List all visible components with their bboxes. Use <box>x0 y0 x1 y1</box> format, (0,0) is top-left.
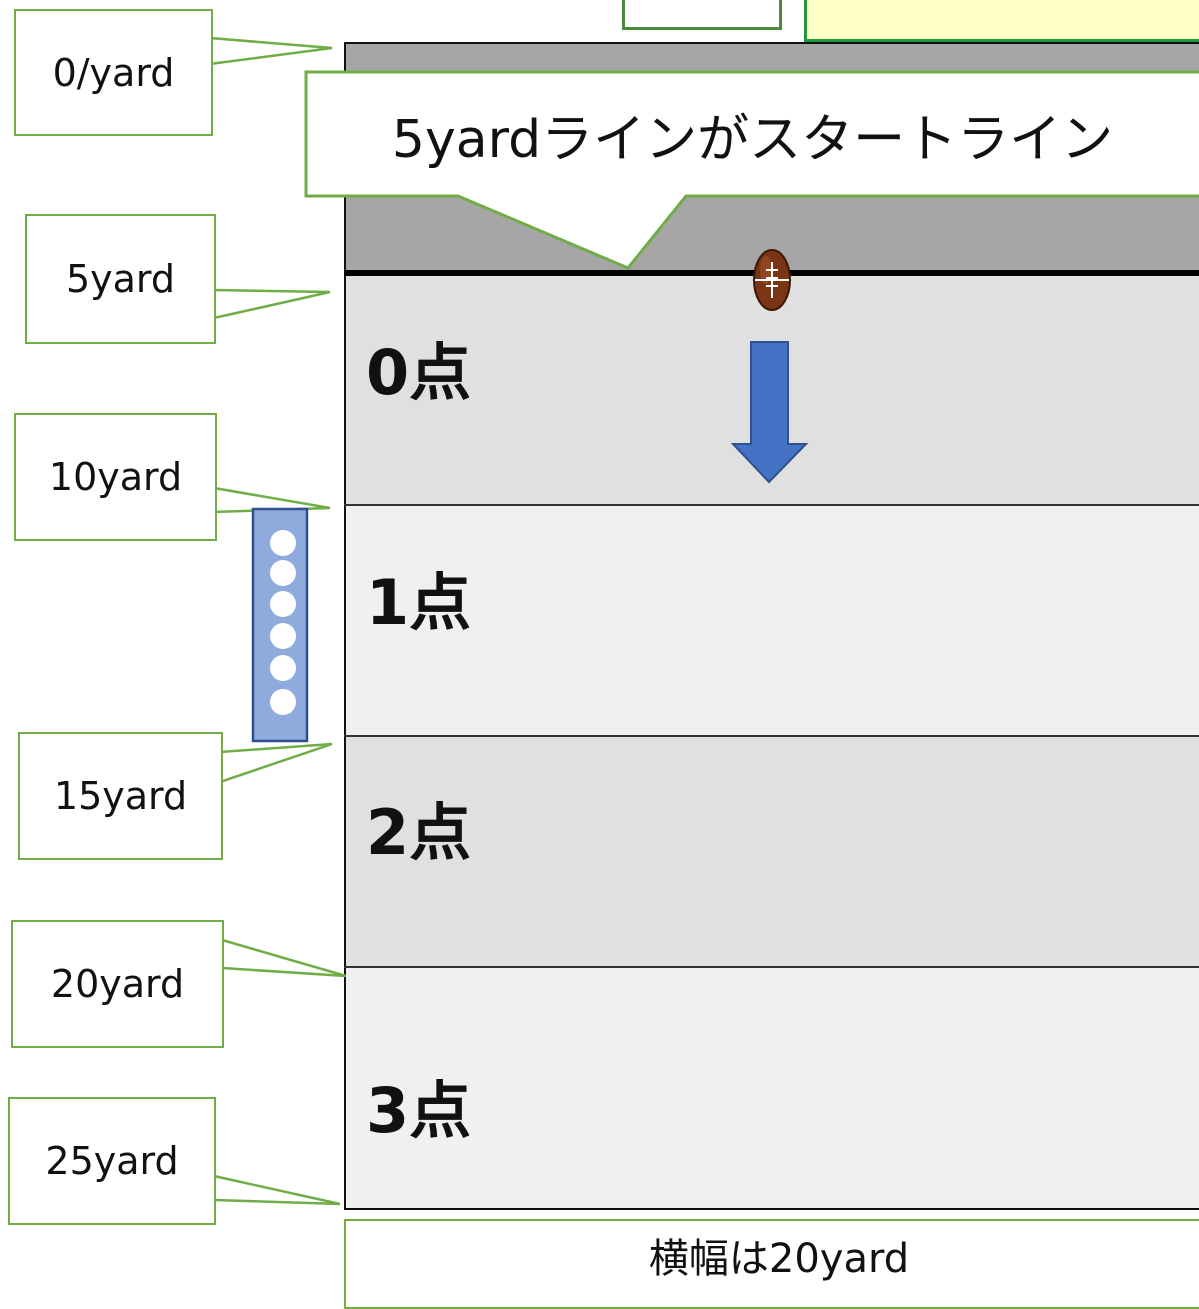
callout-pointer <box>220 938 347 978</box>
yard-marker-20: 20yard <box>11 920 224 1048</box>
callout-pointer <box>212 288 331 320</box>
football-icon <box>753 249 791 311</box>
top-box-cutoff <box>622 0 782 30</box>
divider-line <box>344 735 1199 737</box>
start-line-callout: 5yardラインがスタートライン <box>391 109 1114 170</box>
top-box-yellow-cutoff <box>804 0 1199 42</box>
zone-label: 1点 <box>366 566 472 639</box>
yard-marker-15: 15yard <box>18 732 223 860</box>
zone-label: 2点 <box>366 796 472 869</box>
callout-pointer <box>208 36 333 66</box>
player-group <box>251 507 309 743</box>
width-note: 横幅は20yard <box>344 1219 1199 1309</box>
yard-marker-5: 5yard <box>25 214 216 344</box>
zone-label: 0点 <box>366 336 472 409</box>
yard-marker-10: 10yard <box>14 413 217 541</box>
down-arrow-icon <box>730 341 809 484</box>
divider-line <box>344 966 1199 968</box>
callout-pointer <box>218 742 333 784</box>
divider-line <box>344 504 1199 506</box>
zone-label: 3点 <box>366 1074 472 1147</box>
yard-marker-0: 0/yard <box>14 9 213 136</box>
callout-pointer <box>212 1174 341 1206</box>
yard-marker-25: 25yard <box>8 1097 216 1225</box>
zone-1 <box>344 505 1199 736</box>
zone-2 <box>344 736 1199 967</box>
zone-3 <box>344 967 1199 1210</box>
start-callout-bubble <box>304 70 1199 270</box>
